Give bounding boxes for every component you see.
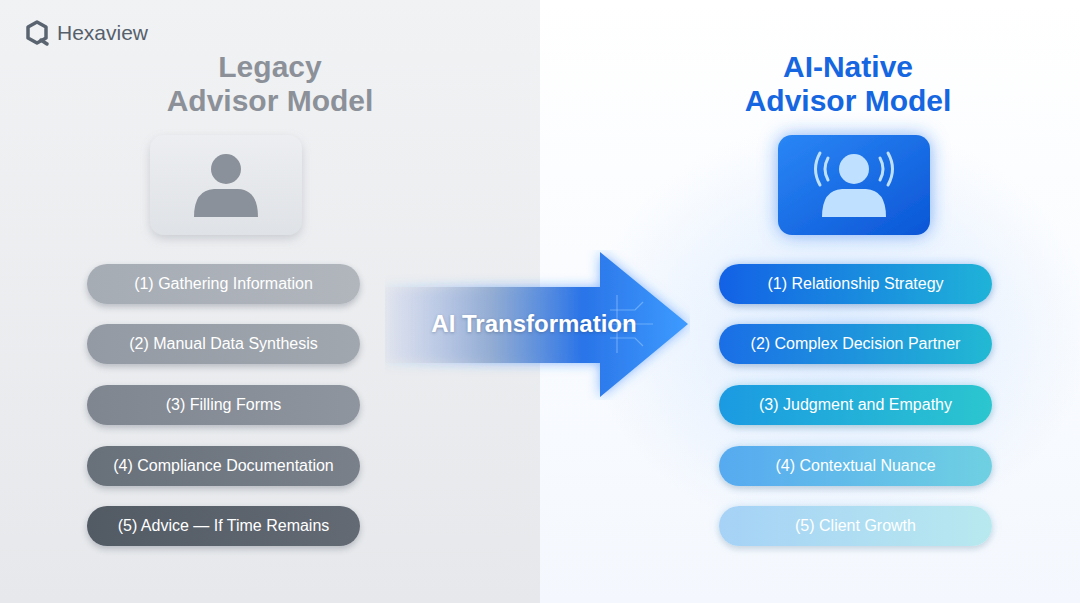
signal-wave	[816, 153, 821, 185]
step-text: (2) Manual Data Synthesis	[129, 335, 318, 353]
signal-wave	[888, 153, 893, 185]
step-pill: (4) Compliance Documentation	[87, 446, 360, 486]
step-pill: (1) Gathering Information	[87, 264, 360, 304]
panel-heading: Legacy Advisor Model	[162, 50, 378, 118]
circuit-trace	[610, 302, 643, 310]
panel-heading: AI-Native Advisor Model	[740, 50, 956, 118]
icon-card	[150, 135, 302, 235]
brand-logo-text: Hexaview	[57, 20, 148, 46]
step-text: (2) Complex Decision Partner	[751, 335, 961, 353]
step-text: (3) Judgment and Empathy	[759, 396, 952, 414]
step-pill: (2) Manual Data Synthesis	[87, 324, 360, 364]
circuit-trace	[610, 338, 643, 346]
signal-wave	[825, 158, 828, 180]
step-text: (1) Relationship Strategy	[767, 275, 943, 293]
person-body	[194, 189, 258, 217]
logo-tail	[41, 40, 47, 44]
step-pill: (2) Complex Decision Partner	[719, 324, 992, 364]
step-pill: (5) Advice — If Time Remains	[87, 506, 360, 546]
transformation-arrow: AI Transformation	[385, 250, 690, 400]
person-head	[211, 154, 241, 184]
signal-wave	[880, 158, 883, 180]
step-text: (3) Filling Forms	[166, 396, 282, 414]
step-pill: (4) Contextual Nuance	[719, 446, 992, 486]
step-pill: (5) Client Growth	[719, 506, 992, 546]
person-body	[822, 189, 886, 217]
logo-icon	[28, 22, 46, 43]
step-text: (5) Client Growth	[795, 517, 916, 535]
step-text: (4) Contextual Nuance	[775, 457, 935, 475]
step-pill: (3) Filling Forms	[87, 385, 360, 425]
icon-card	[778, 135, 930, 235]
arrow-label: AI Transformation	[403, 306, 665, 342]
step-text: (5) Advice — If Time Remains	[118, 517, 330, 535]
person-head	[839, 154, 869, 184]
step-text: (4) Compliance Documentation	[113, 457, 334, 475]
step-pill: (1) Relationship Strategy	[719, 264, 992, 304]
step-pill: (3) Judgment and Empathy	[719, 385, 992, 425]
step-text: (1) Gathering Information	[134, 275, 313, 293]
